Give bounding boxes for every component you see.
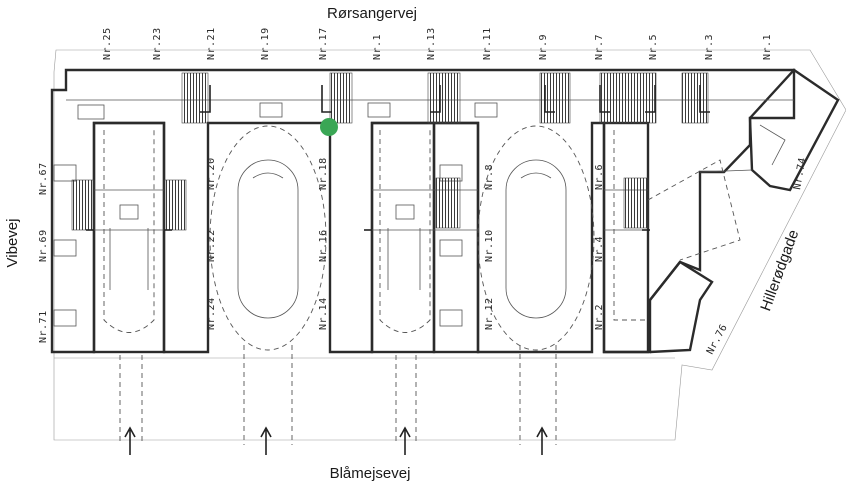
house-numbers-inner-mid: Nr.18 Nr.16 Nr.14	[318, 157, 329, 330]
street-label-west: Vibevej	[4, 219, 21, 268]
house-number: Nr.9	[538, 34, 549, 60]
house-number: Nr.5	[648, 34, 659, 60]
inner-block-courts	[103, 130, 741, 445]
house-number: Nr.14	[318, 297, 329, 330]
stairwells	[71, 72, 709, 231]
house-number: Nr.71	[38, 310, 49, 343]
house-number: Nr.18	[318, 157, 329, 190]
house-number: Nr.25	[102, 27, 113, 60]
house-number: Nr.20	[206, 157, 217, 190]
street-label-south: Blåmejsevej	[330, 465, 411, 482]
house-number: Nr.74	[792, 156, 808, 190]
house-numbers-inner-right: Nr.8 Nr.10 Nr.12	[484, 164, 495, 330]
street-label-east: Hillerødgade	[757, 228, 802, 314]
house-number: Nr.22	[206, 229, 217, 262]
west-block-left	[92, 121, 166, 354]
house-number: Nr.6	[594, 164, 605, 190]
house-number: Nr.17	[318, 27, 329, 60]
middle-block-east	[432, 121, 480, 354]
house-number: Nr.10	[484, 229, 495, 262]
east-wing-detail	[699, 124, 786, 173]
house-number: Nr.21	[206, 27, 217, 60]
house-number: Nr.12	[484, 297, 495, 330]
street-label-north: Rørsangervej	[327, 5, 417, 22]
house-numbers-top: Nr.25 Nr.23 Nr.21 Nr.19 Nr.17 Nr.1 Nr.13…	[102, 27, 773, 60]
house-numbers-west: Nr.67 Nr.69 Nr.71	[38, 162, 49, 343]
house-number: Nr.3	[704, 34, 715, 60]
courtyard-right	[477, 125, 595, 445]
house-number: Nr.16	[318, 229, 329, 262]
east-block	[602, 121, 650, 354]
entrance-arrows	[124, 426, 548, 455]
house-number: Nr.8	[484, 164, 495, 190]
house-number: Nr.1	[762, 34, 773, 60]
house-number: Nr.67	[38, 162, 49, 195]
location-marker[interactable]	[320, 118, 338, 136]
house-number: Nr.11	[482, 27, 493, 60]
middle-block	[370, 121, 436, 354]
house-number: Nr.1	[372, 34, 383, 60]
house-number: Nr.23	[152, 27, 163, 60]
courtyard-left	[209, 125, 327, 445]
house-number: Nr.4	[594, 236, 605, 262]
door-arrows	[86, 85, 710, 231]
house-numbers-inner-left: Nr.20 Nr.22 Nr.24	[206, 157, 217, 330]
house-number: Nr.69	[38, 229, 49, 262]
house-number: Nr.24	[206, 297, 217, 330]
house-number: Nr.76	[705, 322, 730, 356]
south-east-wing	[649, 260, 714, 354]
house-number: Nr.2	[594, 304, 605, 330]
house-number: Nr.7	[594, 34, 605, 60]
house-numbers-inner-east: Nr.6 Nr.4 Nr.2	[594, 164, 605, 330]
house-number: Nr.19	[260, 27, 271, 60]
house-number: Nr.13	[426, 27, 437, 60]
site-boundary	[53, 49, 846, 441]
